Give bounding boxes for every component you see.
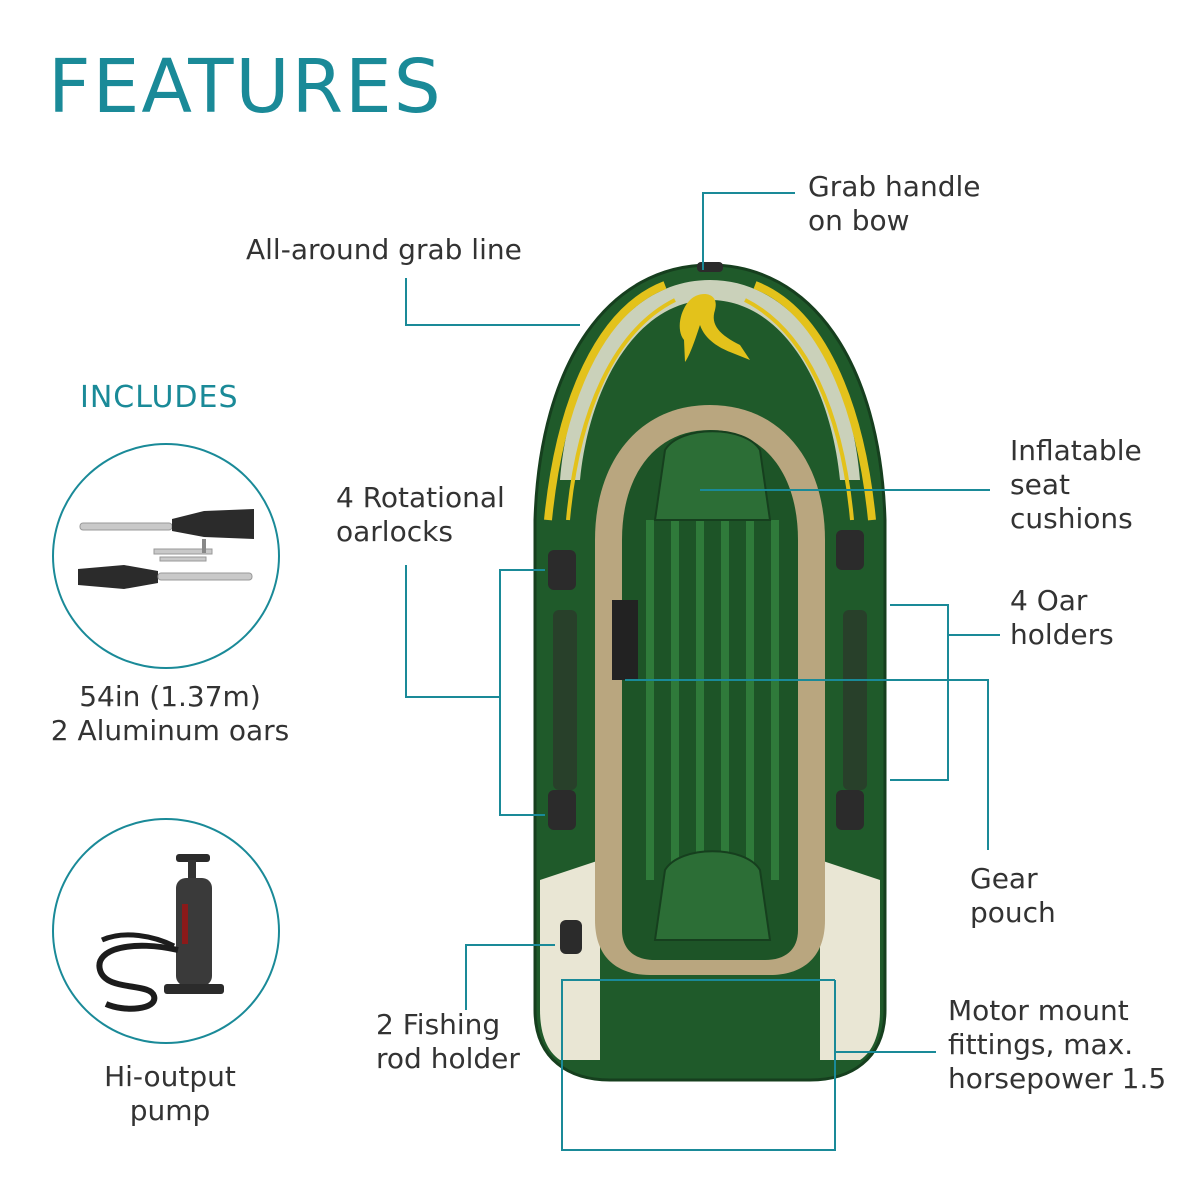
oarlocks-label-line2: oarlocks xyxy=(336,515,453,548)
pump-icon xyxy=(96,854,224,1012)
seat-label-line3: cushions xyxy=(1010,502,1133,535)
motor-mount-label-line3: horsepower 1.5 xyxy=(948,1062,1167,1095)
oarlocks-label-line1: 4 Rotational xyxy=(336,481,505,514)
motor-mount-label-line1: Motor mount xyxy=(948,994,1129,1027)
oars-image-circle xyxy=(52,443,280,669)
oars-label-line1: 54in (1.37m) xyxy=(79,680,261,713)
oars-icon xyxy=(78,509,254,589)
oars-label-line2: 2 Aluminum oars xyxy=(50,714,290,747)
oar-holders-label-line2: holders xyxy=(1010,618,1114,651)
pump-label-line1: Hi-output xyxy=(104,1060,236,1093)
gear-pouch-label-line2: pouch xyxy=(970,896,1056,929)
rod-holder-label-line2: rod holder xyxy=(376,1042,520,1075)
pump-label-line2: pump xyxy=(129,1094,211,1127)
grab-handle-label-line1: Grab handle xyxy=(808,170,981,203)
grab-handle-label-line2: on bow xyxy=(808,204,910,237)
page-title: FEATURES xyxy=(48,44,443,130)
seat-label-line1: Inflatable xyxy=(1010,434,1142,467)
rod-holder-label-line1: 2 Fishing xyxy=(376,1008,501,1041)
includes-heading: INCLUDES xyxy=(80,380,239,415)
motor-mount-label-line2: fittings, max. xyxy=(948,1028,1134,1061)
gear-pouch-label-line1: Gear xyxy=(970,862,1038,895)
seat-label-line2: seat xyxy=(1010,468,1070,501)
oar-holders-label-line1: 4 Oar xyxy=(1010,584,1088,617)
grab-line-label: All-around grab line xyxy=(246,233,522,266)
pump-image-circle xyxy=(52,818,280,1044)
